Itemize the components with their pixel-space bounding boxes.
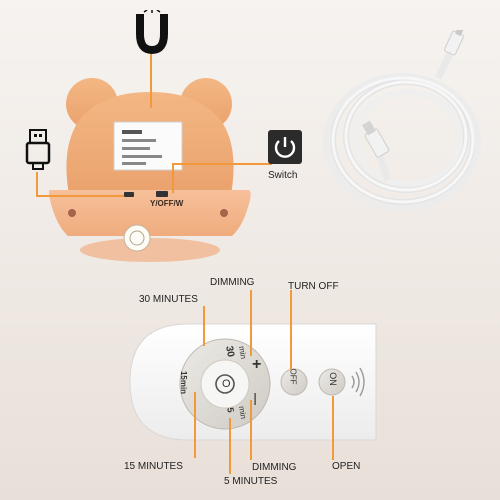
callout-line [194,392,196,458]
dial-center-ring [200,359,250,409]
switch-marking: Y/OFF/W [150,199,184,208]
plus-label[interactable]: + [252,356,262,373]
callout-line [36,172,38,196]
label-30-minutes: 30 MINUTES [139,294,198,305]
callout-line [150,52,152,108]
label-dimming-bottom: DIMMING [252,462,297,473]
dial-30-label: 30 [223,345,236,358]
callout-line [250,290,252,356]
lamp-base [49,190,251,236]
callout-line [172,163,174,193]
callout-line [332,396,334,460]
remote-control [129,323,377,441]
on-button-label: ON [327,372,338,386]
dial-center-label: O [222,378,231,390]
usb-port [124,192,134,197]
dial-center-button[interactable] [215,374,235,394]
callout-line [229,418,231,474]
signal-icon [351,367,365,397]
usb-cable [323,30,481,210]
label-turn-off: TURN OFF [288,281,339,292]
usb-plug-icon [25,129,51,170]
off-button-label: OFF [288,368,298,385]
magnet-icon [136,10,168,55]
label-open: OPEN [332,461,361,472]
callout-line [203,306,205,346]
dial-15-label: 15min [179,370,189,395]
screw [220,209,228,217]
callout-line [290,290,292,370]
on-button[interactable] [318,368,346,396]
screw [68,209,76,217]
label-dimming-top: DIMMING [210,277,255,288]
callout-line [36,195,124,197]
seal [123,224,151,252]
switch-label: Switch [268,170,298,181]
callout-line [250,400,252,460]
off-button[interactable] [280,368,308,396]
label-5-minutes: 5 MINUTES [224,476,278,487]
power-icon [268,130,302,164]
callout-line [172,163,272,165]
mode-switch [156,191,168,197]
lamp-bottom [80,238,220,262]
label-15-minutes: 15 MINUTES [124,461,183,472]
